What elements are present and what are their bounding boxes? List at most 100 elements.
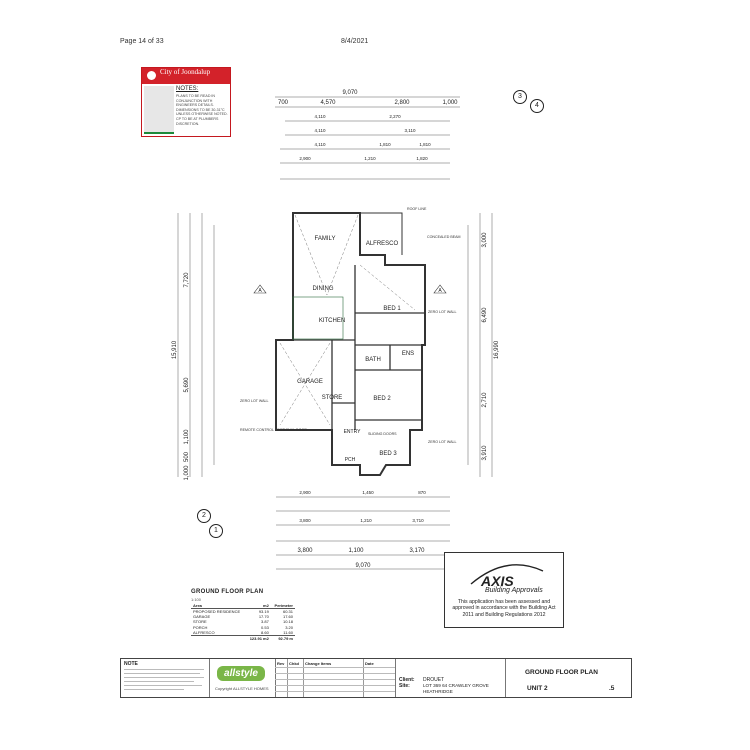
table-row: ALFRESCO 8.60 11.60 (191, 630, 295, 636)
council-stamp: City of Joondalup NOTES: PLANS TO BE REA… (141, 67, 231, 137)
area-name (191, 635, 246, 642)
room-label: STORE (322, 395, 343, 401)
floor-plan: 9,070 700 4,570 2,800 1,000 4,110 2,270 … (172, 90, 500, 570)
drawing-info: GROUND FLOOR PLAN UNIT 2 .5 (505, 659, 631, 697)
schedule-header: Area (191, 603, 246, 609)
area-name: ALFRESCO (193, 629, 215, 635)
room-label: ENTRY (344, 429, 362, 435)
builder-logo: allstyle Copyright ALLSTYLE HOMES (209, 659, 276, 697)
left-dimensions (177, 213, 215, 477)
room-label: GARAGE (297, 379, 323, 385)
axis-logo-text: AXIS (480, 573, 514, 589)
reference-symbol: 2 (197, 509, 211, 523)
stamp-bar (144, 132, 174, 134)
drawing-unit: UNIT 2 (527, 685, 548, 692)
drawing-title: GROUND FLOOR PLAN (525, 669, 598, 676)
revision-table: Rev Chkd Change Items Date (275, 659, 396, 697)
annotation: REMOTE CONTROL SECTIONAL DOOR (240, 428, 307, 432)
dim-bottom-row2: 3,800 (299, 518, 311, 523)
rev-header: Date (365, 661, 374, 666)
kitchen-bench (292, 296, 344, 340)
area-m2: 93.19 (258, 609, 269, 614)
annotation: ROOF LINE (407, 207, 427, 211)
dim-bottom-row3: 1,450 (362, 490, 374, 495)
dim-left-seg: 1,100 (184, 429, 190, 445)
title-block: NOTE allstyle Copyright ALLSTYLE HOMES R… (120, 658, 632, 698)
dim-top-total: 9,070 (342, 90, 358, 96)
area-name: GARAGE (193, 614, 211, 620)
schedule-header: m2 (245, 603, 271, 609)
site-label: Site: (399, 683, 410, 689)
area-name: STORE (193, 619, 207, 625)
area-perimeter: 11.60 (283, 629, 293, 635)
dim-top-row2: 2,270 (389, 114, 401, 119)
table-row: PORCH 0.53 3.20 (191, 625, 295, 630)
room-label: BED 1 (383, 306, 401, 312)
area-perimeter: 17.60 (282, 614, 293, 620)
dim-top-row4: 4,110 (315, 142, 326, 147)
room-label: FAMILY (315, 236, 336, 242)
schedule-header: Perimeter (270, 603, 295, 609)
dim-top-row4: 1,810 (419, 142, 431, 147)
client-info: Client: DROUET Site: LOT 369 64 CRAWLEY … (395, 659, 506, 697)
area-m2: 3.87 (261, 619, 269, 625)
site-address: LOT 369 64 CRAWLEY GROVE (423, 683, 489, 688)
council-emblem-icon (147, 71, 156, 80)
annotation: ZERO LOT WALL (428, 440, 457, 444)
area-m2: 0.53 (261, 624, 269, 630)
room-label: BED 3 (379, 451, 397, 457)
dim-top-seg: 4,570 (320, 100, 336, 106)
table-row: PROPOSED RESIDENCE 93.19 60.31 (191, 609, 295, 615)
room-label: KITCHEN (319, 318, 345, 324)
copyright: Copyright ALLSTYLE HOMES (215, 686, 269, 691)
annotation: SLIDING DOORS (368, 432, 397, 436)
area-m2: 17.70 (258, 614, 269, 620)
reference-symbol: 1 (209, 524, 223, 538)
dim-right-seg: 3,000 (482, 232, 488, 248)
dim-top-row4: 1,810 (379, 142, 391, 147)
area-m2: 8.60 (261, 629, 269, 635)
room-label: BED 2 (373, 396, 391, 402)
room-label: PCH (345, 457, 356, 463)
section-label: A (258, 288, 262, 294)
approval-stamp: AXIS Building Approvals This application… (444, 552, 564, 628)
dim-top-row3: 3,110 (405, 128, 416, 133)
dim-top-row2: 4,110 (315, 114, 326, 119)
stamp-notes-title: NOTES: (176, 86, 199, 92)
annotation: CONCEALED BEAM (427, 235, 461, 239)
dim-top-row3: 4,110 (315, 128, 326, 133)
client-name: DROUET (423, 677, 445, 683)
area-perimeter: 3.20 (285, 624, 293, 630)
dim-right-seg: 3,910 (482, 445, 488, 461)
dim-top-seg: 1,000 (442, 100, 458, 106)
table-total-row: 123.91 m2 92.79 m (191, 635, 295, 642)
section-label: A (438, 288, 442, 294)
dim-bottom-row3: 870 (418, 490, 426, 495)
site-suburb: HEATHRIDGE (423, 689, 453, 694)
dim-top-row5: 1,210 (364, 156, 376, 161)
council-name: City of Joondalup (160, 68, 211, 76)
area-schedule: Area m2 Perimeter PROPOSED RESIDENCE 93.… (191, 603, 295, 642)
schedule-scale: 1:100 (191, 597, 202, 602)
rev-header: Change Items (305, 661, 332, 666)
dim-bottom-row3: 2,900 (299, 490, 311, 495)
area-perimeter-total: 92.79 m (270, 635, 295, 642)
dim-right-seg: 6,490 (482, 307, 488, 323)
room-label: ALFRESCO (366, 241, 399, 247)
stamp-panel (144, 86, 174, 134)
top-dimensions (275, 96, 460, 180)
council-logo: City of Joondalup (142, 68, 230, 84)
annotation: ZERO LOT WALL (240, 399, 269, 403)
sheet-number: .5 (609, 685, 615, 692)
dim-left-seg: 5,690 (184, 377, 190, 393)
room-label: DINING (313, 286, 334, 292)
reference-symbol: 4 (530, 99, 544, 113)
schedule-title: GROUND FLOOR PLAN (191, 589, 264, 595)
title-block-notes: NOTE (121, 659, 210, 697)
right-dimensions (467, 213, 493, 477)
dim-top-seg: 700 (278, 100, 289, 106)
bottom-dimensions (276, 496, 450, 570)
table-row: GARAGE 17.70 17.60 (191, 614, 295, 619)
area-name: PROPOSED RESIDENCE (193, 609, 241, 614)
dim-bottom-seg: 3,800 (297, 548, 313, 554)
